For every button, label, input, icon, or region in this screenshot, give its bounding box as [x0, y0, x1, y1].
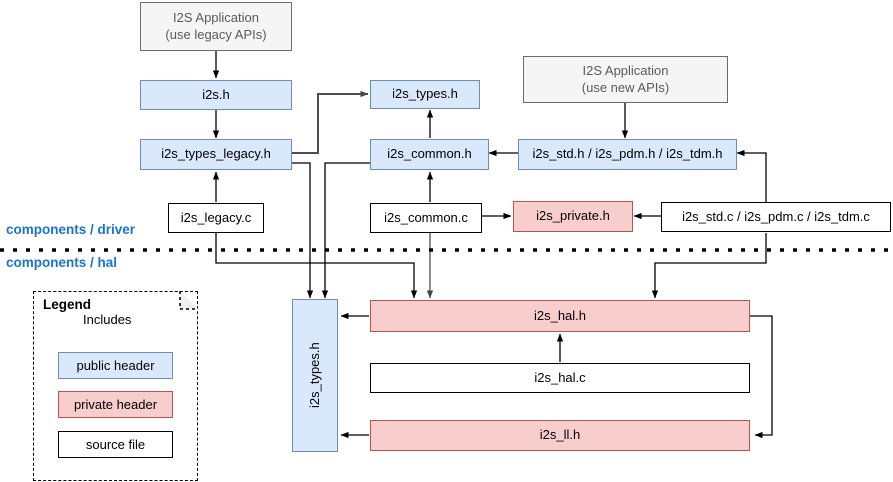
legend-fold-lines	[179, 291, 198, 310]
edge-stdc-stdh	[736, 149, 767, 202]
node-i2s-private-h-label: i2s_private.h	[536, 208, 610, 224]
legend-swatch-source-file-label: source file	[85, 437, 146, 452]
node-app-legacy[interactable]: I2S Application (use legacy APIs)	[140, 2, 292, 51]
node-i2s-legacy-c-label: i2s_legacy.c	[180, 209, 252, 225]
edge-stdc-halh	[651, 233, 767, 299]
node-i2s-types-h-hal-label: i2s_types.h	[306, 342, 322, 409]
node-i2s-types-h-top-label: i2s_types.h	[392, 86, 458, 102]
node-i2s-legacy-c[interactable]: i2s_legacy.c	[168, 203, 264, 233]
edge-legacyc-halh	[215, 233, 418, 299]
node-i2s-std-h-label: i2s_std.h / i2s_pdm.h / i2s_tdm.h	[532, 146, 723, 162]
edge-commonh-halTypes	[321, 162, 371, 299]
node-app-legacy-line2: (use legacy APIs)	[165, 26, 267, 42]
node-i2s-ll-h-label: i2s_ll.h	[539, 427, 581, 443]
node-i2s-hal-h-label: i2s_hal.h	[533, 307, 587, 323]
node-i2s-hal-c[interactable]: i2s_hal.c	[370, 363, 750, 393]
legend-swatch-private-header: private header	[58, 391, 173, 418]
edge-typeslegacy-halTypes	[292, 162, 314, 299]
node-i2s-types-legacy-h[interactable]: i2s_types_legacy.h	[140, 139, 292, 170]
edge-halh-llh	[750, 315, 773, 439]
node-i2s-std-h[interactable]: i2s_std.h / i2s_pdm.h / i2s_tdm.h	[518, 139, 737, 170]
zone-label-hal: components / hal	[6, 255, 118, 270]
node-i2s-common-c-label: i2s_common.c	[384, 209, 468, 225]
legend-fold-corner	[180, 291, 198, 309]
node-i2s-std-c[interactable]: i2s_std.c / i2s_pdm.c / i2s_tdm.c	[661, 202, 891, 232]
zone-label-driver: components / driver	[6, 222, 136, 237]
node-i2s-hal-h[interactable]: i2s_hal.h	[370, 300, 750, 332]
node-i2s-types-h-top[interactable]: i2s_types.h	[370, 80, 480, 109]
node-i2s-h-label: i2s.h	[202, 86, 230, 102]
node-i2s-private-h[interactable]: i2s_private.h	[513, 201, 633, 232]
node-i2s-common-h[interactable]: i2s_common.h	[370, 139, 489, 170]
legend-swatch-public-header: public header	[58, 352, 173, 379]
node-app-legacy-line1: I2S Application	[172, 10, 259, 26]
node-i2s-types-legacy-h-label: i2s_types_legacy.h	[161, 146, 271, 162]
node-i2s-ll-h[interactable]: i2s_ll.h	[370, 420, 750, 451]
legend-swatch-public-header-label: public header	[76, 358, 155, 373]
legend-includes-label: Includes	[83, 312, 132, 327]
node-i2s-common-h-label: i2s_common.h	[387, 146, 472, 162]
node-i2s-h[interactable]: i2s.h	[140, 80, 292, 110]
node-i2s-common-c[interactable]: i2s_common.c	[370, 203, 482, 233]
legend-swatch-source-file: source file	[58, 431, 173, 458]
node-app-new[interactable]: I2S Application (use new APIs)	[523, 56, 728, 103]
node-app-new-line1: I2S Application	[582, 63, 669, 79]
node-i2s-hal-c-label: i2s_hal.c	[534, 369, 586, 385]
node-i2s-types-h-hal[interactable]: i2s_types.h	[292, 299, 338, 452]
edge-typeslegacy-types	[292, 90, 369, 154]
node-app-new-line2: (use new APIs)	[581, 79, 670, 95]
node-i2s-std-c-label: i2s_std.c / i2s_pdm.c / i2s_tdm.c	[682, 208, 870, 224]
legend-swatch-private-header-label: private header	[73, 397, 158, 412]
legend-title: Legend	[43, 297, 92, 312]
